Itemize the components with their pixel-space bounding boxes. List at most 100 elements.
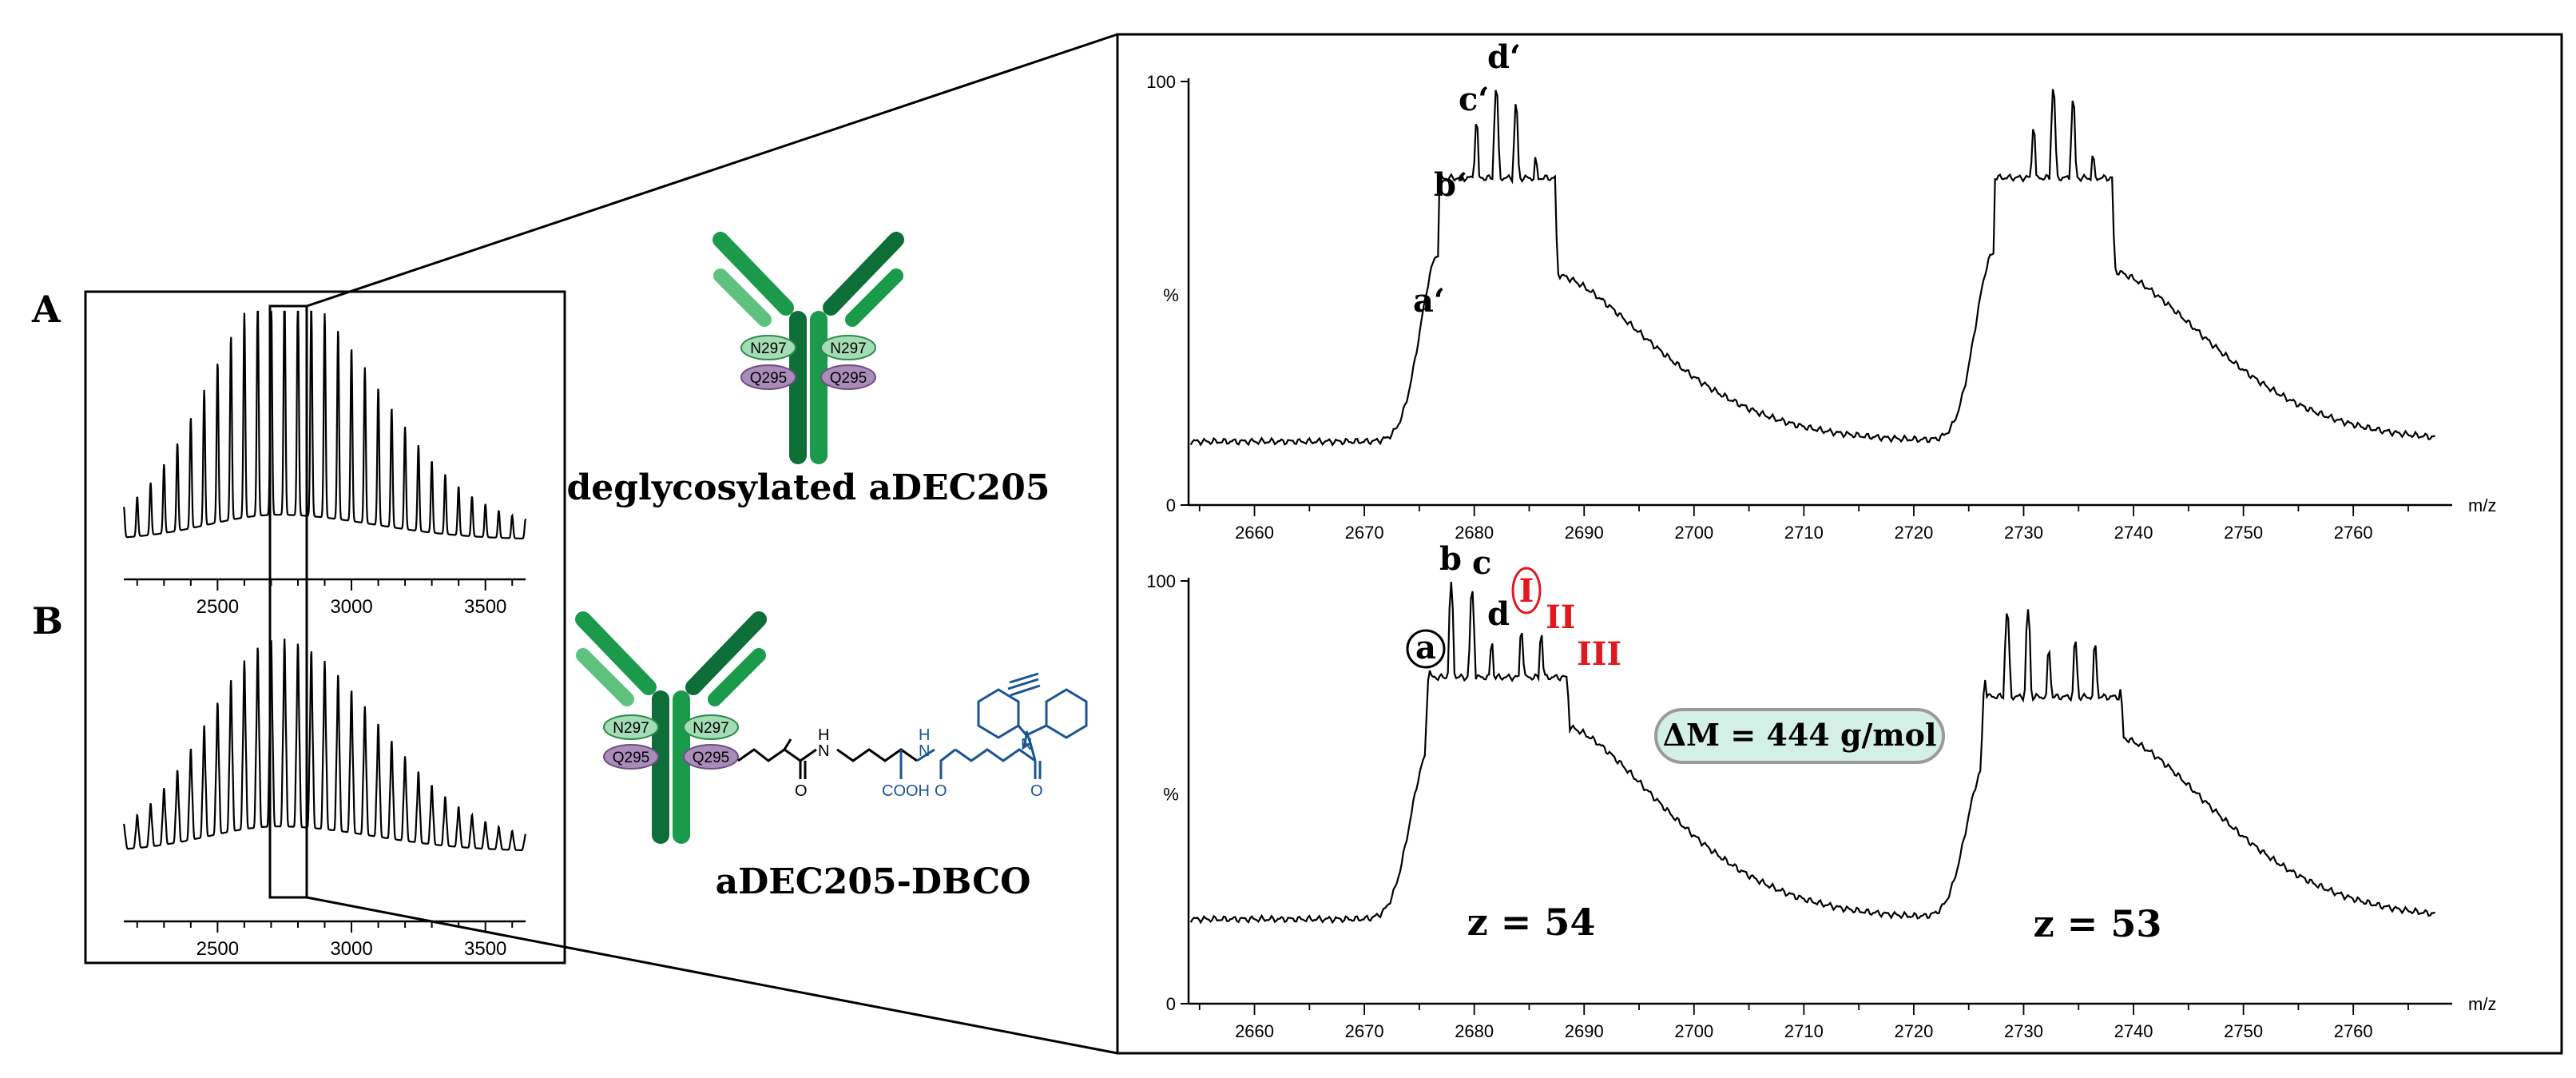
x-tick-label-zoom-b: 2730 [2004, 1021, 2043, 1041]
peak-label-b-prime: b‘ [1434, 166, 1467, 204]
x-tick-label-zoom-b: 2750 [2224, 1021, 2263, 1041]
caption-deglycosylated: deglycosylated aDEC205 [567, 467, 1050, 508]
spectrum-trace-zoom-a [1189, 89, 2436, 447]
caption-dbco: aDEC205-DBCO [716, 861, 1031, 902]
svg-text:N297: N297 [693, 720, 728, 737]
peak-label-d-prime: d‘ [1487, 38, 1521, 76]
x-tick-label-zoom-a: 2730 [2004, 523, 2043, 543]
linker-carbonyl-o-1: O [795, 782, 808, 800]
spectrum-trace-zoom-b [1189, 582, 2436, 925]
dbco-linker [737, 672, 1088, 779]
charge-label-53: z = 53 [2034, 902, 2162, 945]
n297-site-right: N297 [820, 335, 876, 360]
roman-labels: I II III [1511, 567, 1621, 673]
x-tick-label-zoom-b: 2670 [1345, 1021, 1384, 1041]
delta-m-badge [1654, 708, 1945, 764]
x-tick-label-zoom-b: 2660 [1235, 1021, 1274, 1041]
zoom-line-top [306, 33, 1118, 308]
y-tick-label-zoom-b: 100 [1146, 571, 1176, 591]
n297-site-left: N297 [603, 714, 659, 740]
q295-site-right: Q295 [683, 744, 739, 770]
linker-carbonyl-o-2: O [935, 782, 947, 800]
x-tick-label-b: 2500 [196, 938, 239, 960]
overview-spectrum-a: 2500 3000 3500 [122, 310, 527, 618]
y-axis-label-zoom-b: % [1163, 785, 1179, 805]
peak-label-d: d [1487, 595, 1510, 633]
x-tick-label-zoom-a: 2690 [1565, 523, 1604, 543]
x-tick-label-zoom-a: 2750 [2224, 523, 2263, 543]
x-tick-label-a: 3000 [330, 596, 372, 618]
svg-text:Q295: Q295 [750, 370, 787, 387]
linker-amide-h: H [818, 726, 829, 744]
overview-spectrum-b: 2500 3000 3500 [122, 638, 527, 960]
x-axis-label-zoom-a: m/z [2468, 495, 2496, 515]
x-tick-label-zoom-a: 2740 [2114, 523, 2153, 543]
svg-text:Q295: Q295 [613, 750, 649, 766]
roman-ii: II [1546, 599, 1575, 636]
n297-site-left: N297 [740, 335, 796, 360]
peak-label-c: c [1472, 544, 1491, 582]
x-tick-label-zoom-b: 2710 [1784, 1021, 1824, 1041]
x-tick-label-b: 3000 [330, 938, 372, 960]
peak-labels-bottom: a b c d [1406, 540, 1510, 669]
x-tick-label-zoom-a: 2680 [1455, 523, 1494, 543]
svg-text:N297: N297 [750, 340, 786, 357]
antibody-a: N297 Q295 N297 Q295 [712, 232, 904, 464]
x-tick-label-zoom-b: 2690 [1565, 1021, 1604, 1041]
x-tick-label-a: 2500 [196, 596, 239, 618]
x-tick-label-zoom-a: 2710 [1784, 523, 1824, 543]
peak-label-a-circle [1406, 629, 1446, 669]
x-tick-label-zoom-a: 2720 [1894, 523, 1933, 543]
zoom-frame [1116, 33, 2563, 1055]
x-tick-label-zoom-a: 2660 [1235, 523, 1274, 543]
linker-cooh: COOH [882, 782, 930, 800]
roman-iii: III [1577, 635, 1621, 673]
q295-site-right: Q295 [820, 364, 876, 390]
zoom-window [268, 304, 308, 899]
linker-amide-n: N [818, 742, 829, 760]
panel-letter-a: A [31, 288, 62, 331]
q295-site-left: Q295 [740, 364, 796, 390]
zoom-spectrum-b: 0 100% 2660 2670 2680 2690 2700 2710 2720 2730 274… [1146, 571, 2496, 1041]
n297-site-right: N297 [683, 714, 739, 740]
svg-text:Q295: Q295 [693, 750, 729, 766]
antibody-b: N297 Q295 N297 Q295 [575, 611, 767, 844]
linker-carbonyl-o-3: O [1030, 782, 1043, 800]
x-tick-label-a: 3500 [464, 596, 506, 618]
charge-label-54: z = 54 [1467, 901, 1596, 944]
x-tick-label-zoom-b: 2740 [2114, 1021, 2153, 1041]
y-tick-label-zoom-b: 0 [1166, 994, 1176, 1014]
linker-amide-h-2: H [919, 726, 930, 744]
peak-label-a: a [1415, 629, 1436, 666]
linker-amide-n-2: N [919, 742, 930, 760]
delta-m-label: ΔM = 444 g/mol [1663, 717, 1937, 753]
peak-label-b: b [1439, 540, 1462, 578]
x-tick-label-zoom-b: 2720 [1894, 1021, 1933, 1041]
spectrum-trace-b [122, 638, 527, 852]
q295-site-left: Q295 [603, 744, 659, 770]
antibody-a-body [712, 232, 904, 464]
svg-text:Q295: Q295 [830, 370, 867, 387]
overview-frame [84, 290, 566, 965]
x-tick-label-zoom-b: 2700 [1674, 1021, 1713, 1041]
spectrum-trace-a [122, 310, 527, 540]
y-axis-label-zoom-a: % [1163, 285, 1179, 305]
svg-text:N297: N297 [830, 340, 866, 357]
antibody-b-body [575, 611, 767, 844]
x-tick-label-zoom-a: 2700 [1674, 523, 1713, 543]
zoom-line-bottom [306, 896, 1118, 1055]
y-tick-label-zoom-a: 0 [1166, 495, 1176, 515]
x-tick-label-zoom-a: 2670 [1345, 523, 1384, 543]
peak-label-a-prime: a‘ [1413, 282, 1445, 320]
linker-dbco-n: N [1021, 736, 1032, 754]
x-tick-label-zoom-b: 2680 [1455, 1021, 1494, 1041]
peak-labels-top: a‘ b‘ c‘ d‘ [1413, 38, 1521, 320]
panel-letter-b: B [32, 599, 63, 642]
x-tick-label-zoom-b: 2760 [2334, 1021, 2373, 1041]
x-axis-label-zoom-b: m/z [2468, 994, 2496, 1014]
peak-label-c-prime: c‘ [1459, 81, 1489, 118]
roman-i-circle [1511, 567, 1542, 615]
roman-i: I [1519, 572, 1534, 610]
x-tick-label-b: 3500 [464, 938, 506, 960]
